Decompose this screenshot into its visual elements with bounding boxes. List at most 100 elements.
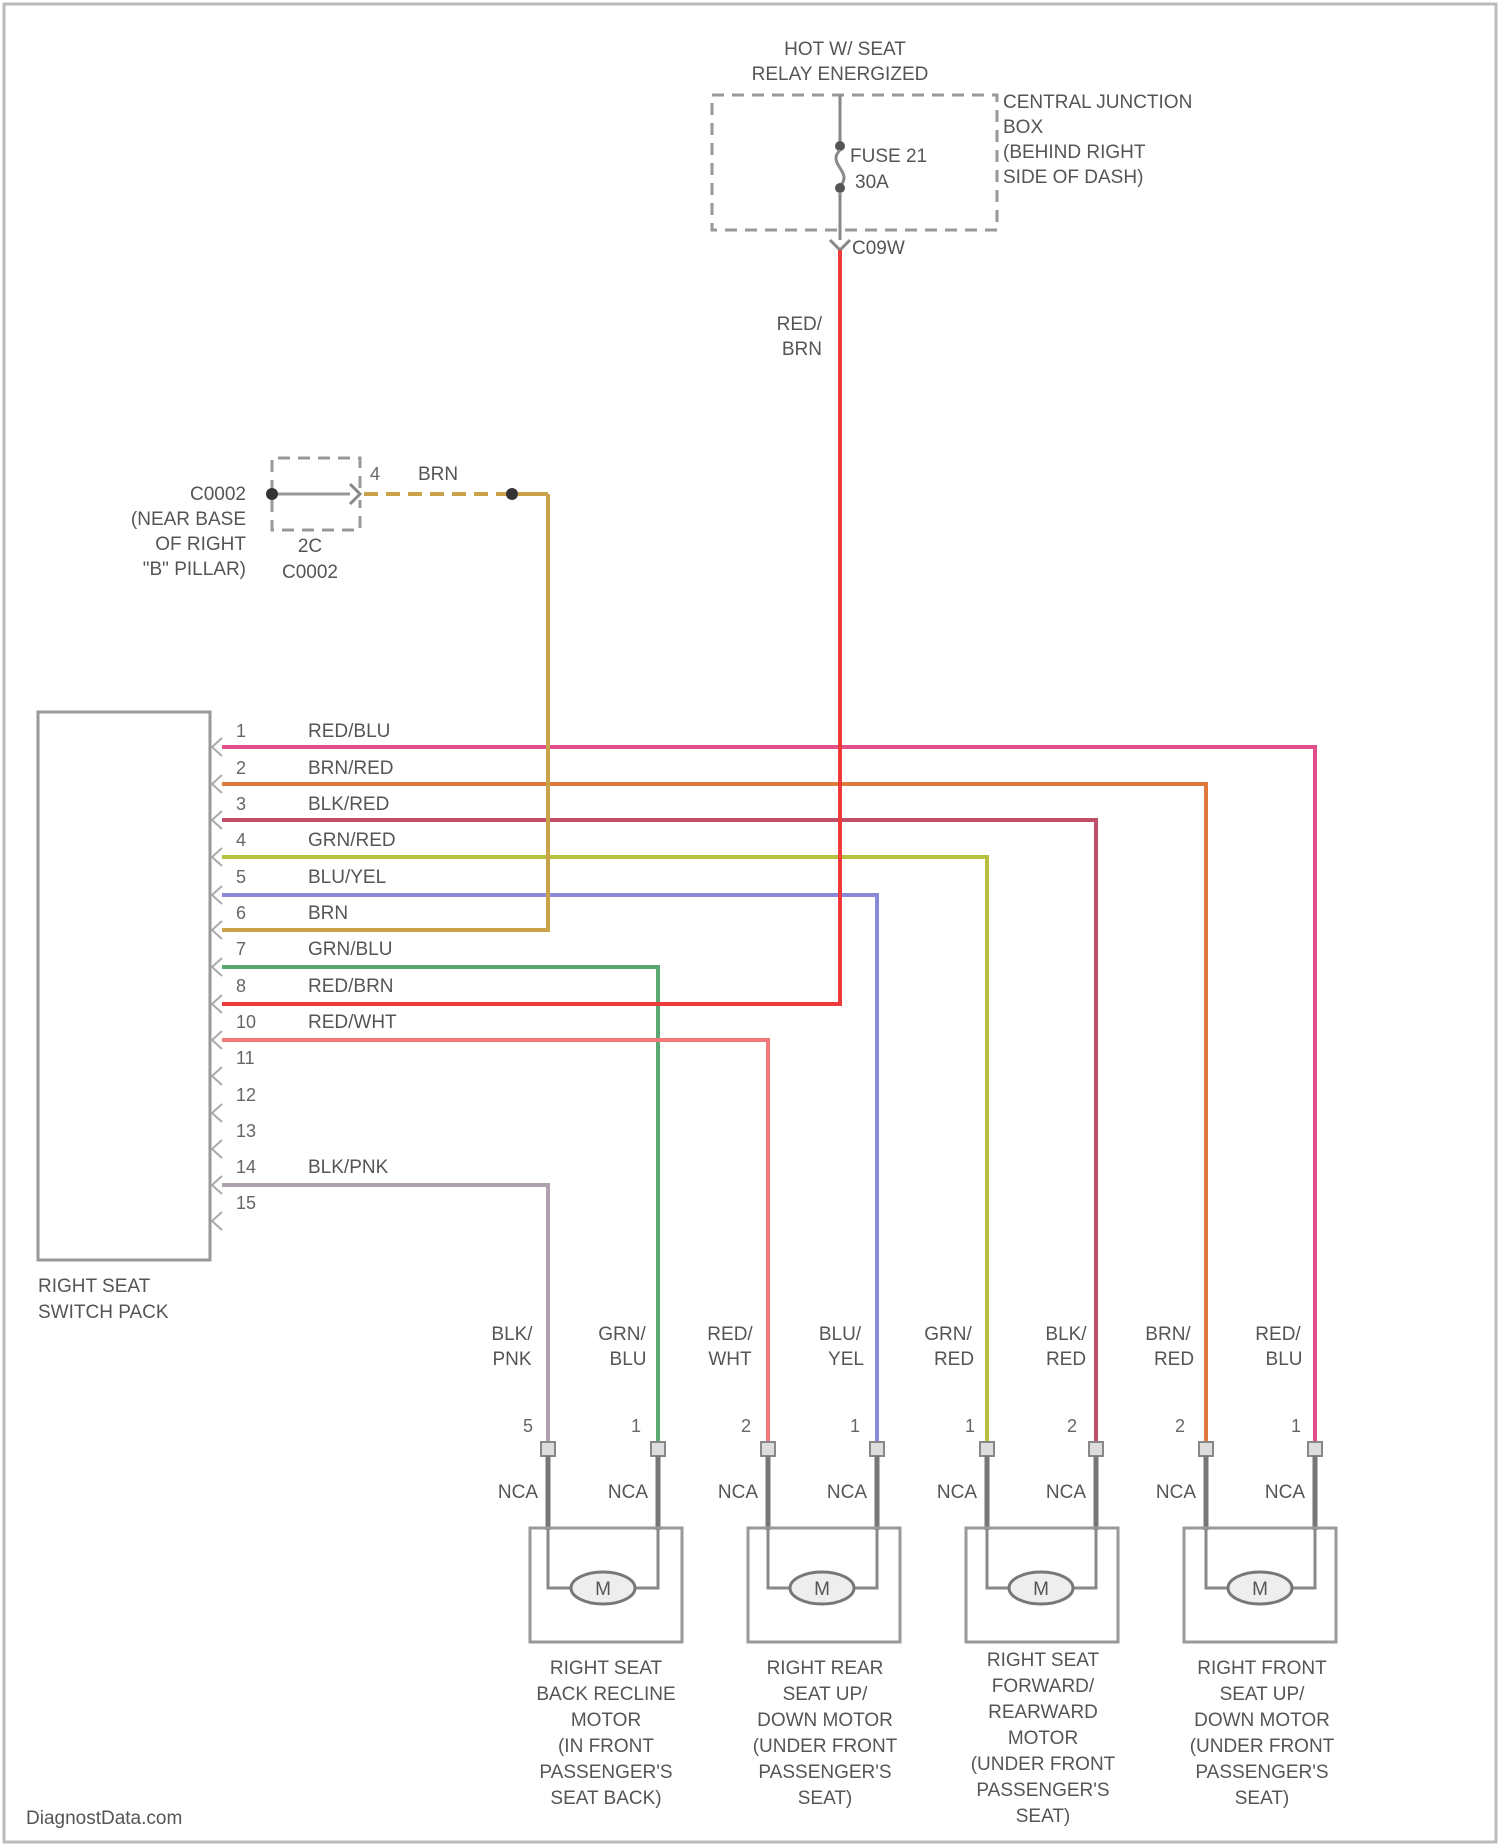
nca-label-3: NCA bbox=[718, 1482, 758, 1503]
switch-pin-7-number: 7 bbox=[236, 939, 246, 959]
pin-chevron-14 bbox=[212, 1212, 222, 1230]
switch-pack-box bbox=[38, 712, 210, 1260]
nca-label-8: NCA bbox=[1265, 1482, 1305, 1503]
motor-rear-up-down-symbol: M bbox=[814, 1579, 830, 1600]
motor-forward-rearward-label-line-7: SEAT) bbox=[1016, 1806, 1071, 1827]
ground-conn-line-1: C0002 bbox=[190, 484, 246, 505]
pin-chevron-13 bbox=[212, 1176, 222, 1194]
motor-front-up-down-label-line-6: SEAT) bbox=[1235, 1788, 1290, 1809]
pin-chevron-10 bbox=[212, 1067, 222, 1085]
motor-pin-8: 1 bbox=[1291, 1416, 1301, 1436]
switch-pin-15-number: 15 bbox=[236, 1193, 256, 1213]
motor-pin-numbers: 5 1 2 1 1 2 2 1 bbox=[523, 1416, 1301, 1436]
junction-label-line-4: SIDE OF DASH) bbox=[1003, 167, 1143, 188]
motor-front-up-down-label-line-5: PASSENGER'S bbox=[1195, 1762, 1328, 1783]
ground-lower-line-2: C0002 bbox=[282, 562, 338, 583]
motor-pin-5: 1 bbox=[965, 1416, 975, 1436]
junction-label-line-3: (BEHIND RIGHT bbox=[1003, 142, 1146, 163]
wire-red-brn bbox=[222, 250, 840, 1004]
power-wire-label-line-1: RED/ bbox=[777, 314, 823, 335]
motor-wire-6-label-line-1: BLK/ bbox=[1045, 1324, 1087, 1345]
switch-pin-2: 2BRN/RED bbox=[236, 758, 394, 779]
switch-pin-10: 10RED/WHT bbox=[236, 1012, 397, 1033]
motor-wire-1-label-line-2: PNK bbox=[492, 1349, 531, 1370]
wire-brn bbox=[222, 494, 548, 930]
switch-pin-4-number: 4 bbox=[236, 830, 246, 850]
power-title-line-1: HOT W/ SEAT bbox=[784, 39, 906, 60]
motor-forward-rearward-label-line-1: RIGHT SEAT bbox=[987, 1650, 1100, 1671]
motor-pin-1: 5 bbox=[523, 1416, 533, 1436]
motor-connector-cap-4 bbox=[870, 1442, 884, 1456]
motor-wire-5-label-line-1: GRN/ bbox=[924, 1324, 972, 1345]
ground-conn-line-4: "B" PILLAR) bbox=[143, 559, 246, 580]
power-wire-label-line-2: BRN bbox=[782, 339, 822, 360]
motor-wire-2-label-line-1: GRN/ bbox=[598, 1324, 646, 1345]
motor-connector-stubs bbox=[541, 1442, 1322, 1530]
switch-pin-1-wire-label: RED/BLU bbox=[308, 721, 390, 742]
switch-pin-7-wire-label: GRN/BLU bbox=[308, 939, 392, 960]
connector-c09w-label: C09W bbox=[852, 238, 905, 259]
motor-wire-3-label-line-1: RED/ bbox=[707, 1324, 753, 1345]
motor-recline: M RIGHT SEAT BACK RECLINE MOTOR (IN FRON… bbox=[530, 1528, 682, 1809]
motor-connector-cap-7 bbox=[1199, 1442, 1213, 1456]
fuse-terminal-top bbox=[835, 141, 845, 151]
nca-label-7: NCA bbox=[1156, 1482, 1196, 1503]
motor-front-up-down-label-line-1: RIGHT FRONT bbox=[1197, 1658, 1327, 1679]
pin-chevron-8 bbox=[212, 995, 222, 1013]
motor-front-up-down-label-line-3: DOWN MOTOR bbox=[1194, 1710, 1330, 1731]
motor-recline-label-line-3: MOTOR bbox=[571, 1710, 641, 1731]
nca-labels: NCA NCA NCA NCA NCA NCA NCA NCA bbox=[498, 1482, 1305, 1503]
motor-rear-up-down-label-line-5: PASSENGER'S bbox=[758, 1762, 891, 1783]
motor-forward-rearward-label-line-3: REARWARD bbox=[988, 1702, 1098, 1723]
switch-pin-6-number: 6 bbox=[236, 903, 246, 923]
motor-forward-rearward-label-line-4: MOTOR bbox=[1008, 1728, 1078, 1749]
ground-splice-dot bbox=[506, 488, 518, 500]
switch-pin-14-number: 14 bbox=[236, 1157, 256, 1177]
motor-wire-7-label-line-1: BRN/ bbox=[1145, 1324, 1191, 1345]
motor-wire-8-label-line-2: BLU bbox=[1266, 1349, 1303, 1370]
motor-wire-2-label-line-2: BLU bbox=[610, 1349, 647, 1370]
motor-front-up-down-label-line-2: SEAT UP/ bbox=[1220, 1684, 1306, 1705]
ground-pin-number: 4 bbox=[370, 464, 380, 484]
motor-front-up-down-label-line-4: (UNDER FRONT bbox=[1190, 1736, 1335, 1757]
nca-label-6: NCA bbox=[1046, 1482, 1086, 1503]
pin-chevron-11 bbox=[212, 1104, 222, 1122]
motor-wire-6-label-line-2: RED bbox=[1046, 1349, 1086, 1370]
ground-connector-dot-left bbox=[266, 488, 278, 500]
power-title-line-2: RELAY ENERGIZED bbox=[752, 64, 929, 85]
motor-recline-label-line-5: PASSENGER'S bbox=[539, 1762, 672, 1783]
motor-forward-rearward-label-line-2: FORWARD/ bbox=[992, 1676, 1095, 1697]
switch-pin-2-wire-label: BRN/RED bbox=[308, 758, 394, 779]
motor-connector-cap-8 bbox=[1308, 1442, 1322, 1456]
pin-chevron-6 bbox=[212, 921, 222, 939]
motor-forward-rearward: M RIGHT SEAT FORWARD/ REARWARD MOTOR (UN… bbox=[966, 1528, 1118, 1827]
switch-pin-15: 15 bbox=[236, 1193, 256, 1213]
switch-pin-11: 11 bbox=[236, 1048, 255, 1068]
diagram-frame bbox=[4, 4, 1496, 1842]
watermark: DiagnostData.com bbox=[26, 1808, 182, 1829]
ground-conn-line-2: (NEAR BASE bbox=[131, 509, 246, 530]
pin-chevron-9 bbox=[212, 1031, 222, 1049]
motor-wire-4-label-line-1: BLU/ bbox=[819, 1324, 862, 1345]
fuse-label-line-1: FUSE 21 bbox=[850, 146, 927, 167]
junction-label-line-1: CENTRAL JUNCTION bbox=[1003, 92, 1192, 113]
switch-pin-3-wire-label: BLK/RED bbox=[308, 794, 389, 815]
motor-wire-7-label-line-2: RED bbox=[1154, 1349, 1194, 1370]
nca-label-5: NCA bbox=[937, 1482, 977, 1503]
switch-pin-6-wire-label: BRN bbox=[308, 903, 348, 924]
switch-pin-chevrons bbox=[212, 738, 222, 1230]
motor-pin-4: 1 bbox=[850, 1416, 860, 1436]
motor-front-up-down-symbol: M bbox=[1252, 1579, 1268, 1600]
motor-recline-symbol: M bbox=[595, 1579, 611, 1600]
motor-rear-up-down: M RIGHT REAR SEAT UP/ DOWN MOTOR (UNDER … bbox=[748, 1528, 900, 1809]
switch-pin-8-number: 8 bbox=[236, 976, 246, 996]
switch-pin-13: 13 bbox=[236, 1121, 256, 1141]
motor-connector-cap-5 bbox=[980, 1442, 994, 1456]
motor-rear-up-down-label-line-3: DOWN MOTOR bbox=[757, 1710, 893, 1731]
pin-chevron-3 bbox=[212, 811, 222, 829]
